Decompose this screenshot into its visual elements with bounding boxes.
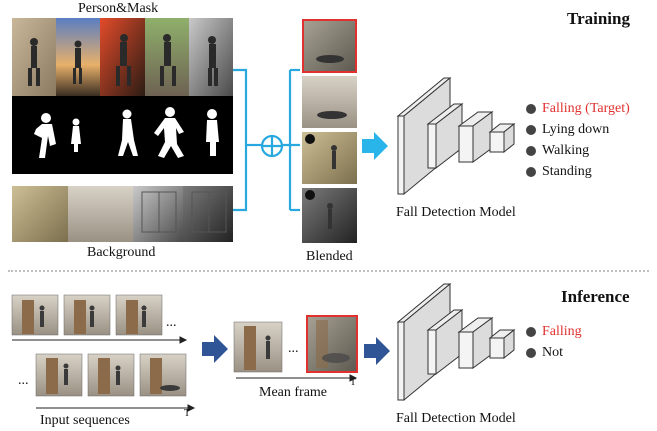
blended-column xyxy=(302,19,357,243)
input-sequences xyxy=(11,294,196,412)
mask-row xyxy=(12,96,233,174)
legend-label: Falling xyxy=(542,324,582,339)
background-label: Background xyxy=(87,245,156,260)
mean-frame-label: Mean frame xyxy=(259,385,328,400)
inference-arrow-icon xyxy=(202,335,228,363)
legend-dot xyxy=(526,327,536,337)
training-model-label: Fall Detection Model xyxy=(396,205,516,220)
person-mask-label: Person&Mask xyxy=(78,1,159,16)
background-photos xyxy=(12,186,233,242)
legend-label: Lying down xyxy=(542,122,610,137)
person-photos xyxy=(12,18,233,96)
ellipsis-row2: ... xyxy=(18,373,29,388)
inference-title: Inference xyxy=(561,287,630,306)
blend-connector xyxy=(233,68,300,212)
ellipsis-row1: ... xyxy=(166,315,177,330)
training-arrow-icon xyxy=(362,132,388,160)
inference-model-icon xyxy=(396,282,516,402)
legend-label: Standing xyxy=(542,164,592,179)
legend-dot xyxy=(526,146,536,156)
mask-silhouettes xyxy=(34,107,219,158)
input-time-label: T xyxy=(184,408,191,419)
inference-model-arrow-icon xyxy=(364,337,390,365)
section-divider xyxy=(8,270,649,272)
blended-frames xyxy=(302,19,357,243)
training-model-icon xyxy=(396,76,516,196)
input-sequences-label: Input sequences xyxy=(40,413,130,428)
mean-frame-sequence xyxy=(233,315,358,382)
person-photos-row xyxy=(12,18,233,96)
blended-label: Blended xyxy=(306,249,353,264)
background-photos-row xyxy=(12,186,233,242)
mean-time-label: T xyxy=(350,377,357,388)
legend-label: Walking xyxy=(542,143,590,158)
inference-model-label: Fall Detection Model xyxy=(396,411,516,426)
legend-dot xyxy=(526,167,536,177)
mean-ellipsis: ... xyxy=(288,341,299,356)
legend-label: Falling (Target) xyxy=(542,101,630,116)
plus-circle-icon xyxy=(260,134,284,158)
legend-dot xyxy=(526,348,536,358)
training-title: Training xyxy=(567,9,630,28)
legend-dot xyxy=(526,104,536,114)
legend-label: Not xyxy=(542,345,563,360)
legend-dot xyxy=(526,125,536,135)
